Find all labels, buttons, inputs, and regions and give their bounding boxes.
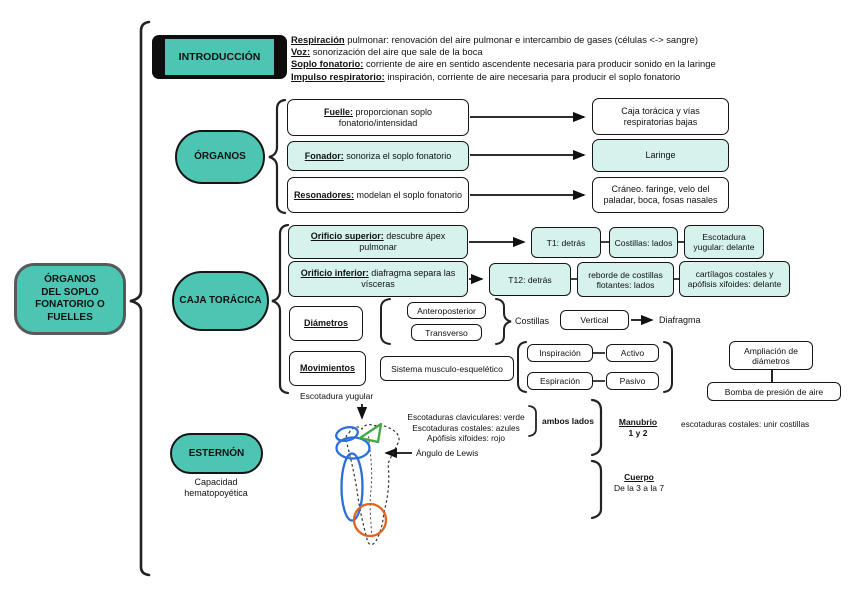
introduccion-node: INTRODUCCIÓN [152, 35, 287, 79]
costal-notches-body-icon [340, 452, 364, 522]
node-term: Movimientos [299, 363, 355, 374]
node-text: descubre ápex pulmonar [359, 231, 446, 252]
node-resonadores: Resonadores: modelan el soplo fonatorio [287, 177, 469, 213]
node-cartilagos-costales: cartílagos costales y apófisis xifoides:… [679, 261, 790, 297]
clavicular-notch-icon [335, 426, 359, 442]
node-pasivo: Pasivo [606, 372, 659, 390]
node-diametros: Diámetros [289, 306, 363, 341]
node-term: Fonador: [304, 150, 344, 161]
node-caja-toracica-vias: Caja torácica y vías respiratorias bajas [592, 98, 729, 135]
intro-definition: corriente de aire en sentido ascendente … [363, 58, 716, 70]
label-costillas: Costillas [515, 316, 550, 326]
legend-bracket [528, 405, 537, 437]
node-anteroposterior: Anteroposterior [407, 302, 486, 319]
node-escotadura-yugular: Escotadura yugular: delante [684, 225, 764, 259]
organos-node: ÓRGANOS [175, 130, 265, 184]
root-brace [129, 20, 151, 577]
manubrio-sub: 1 y 2 [628, 427, 648, 438]
node-term: Diámetros [303, 318, 348, 329]
label-angulo-lewis: Ángulo de Lewis [416, 448, 479, 458]
intro-definition: sonorización del aire que sale de la boc… [310, 46, 483, 58]
movimientos-open-bracket [517, 341, 527, 393]
legend-line: Escotaduras costales: azules [412, 422, 520, 433]
label-escotadura-yugular: Escotadura yugular [300, 391, 374, 401]
intro-definition: pulmonar: renovación del aire pulmonar e… [344, 34, 698, 45]
intro-line: Voz: sonorización del aire que sale de l… [291, 46, 716, 58]
node-vertical: Vertical [560, 310, 629, 330]
intro-definition: inspiración, corriente de aire necesaria… [384, 70, 681, 82]
intro-line: Respiración pulmonar: renovación del air… [291, 34, 716, 46]
diametros-open-bracket [380, 298, 391, 345]
node-t1: T1: detrás [531, 227, 601, 258]
node-t12: T12: detrás [489, 263, 571, 296]
label-diafragma: Diafragma [659, 315, 701, 325]
node-activo: Activo [606, 344, 659, 362]
caja-toracica-node: CAJA TORÁCICA [172, 271, 269, 331]
node-craneo-faringe: Cráneo. faringe, velo del paladar, boca,… [592, 177, 729, 213]
cuerpo-bracket [590, 459, 603, 520]
cuerpo-sub: De la 3 a la 7 [613, 482, 665, 493]
node-term: Resonadores: [293, 189, 354, 200]
node-movimientos: Movimientos [289, 351, 366, 386]
xiphoid-icon [352, 502, 388, 538]
sternum-midline [367, 431, 373, 539]
label-manubrio: Manubrio 1 y 2 [608, 417, 668, 438]
legend-line: Apófisis xifoides: rojo [427, 433, 505, 444]
intro-term: Impulso respiratorio: [291, 70, 385, 82]
label-manubrio-note: escotaduras costales: unir costillas [681, 419, 810, 429]
node-orificio-superior: Orificio superior: descubre ápex pulmona… [288, 225, 468, 259]
node-transverso: Transverso [411, 324, 482, 341]
node-term: Orificio superior: [310, 231, 384, 242]
node-ampliacion-diametros: Ampliación de diámetros [729, 341, 813, 370]
node-term: Fuelle: [323, 106, 353, 117]
movimientos-close-bracket [663, 341, 673, 393]
node-inspiracion: Inspiración [527, 344, 593, 362]
sternum-sketch [335, 422, 400, 546]
intro-line: Soplo fonatorio: corriente de aire en se… [291, 58, 716, 70]
intro-term: Voz: [291, 46, 311, 58]
label-cuerpo: Cuerpo De la 3 a la 7 [606, 472, 672, 493]
node-laringe: Laringe [592, 139, 729, 172]
node-sistema-musculo: Sistema musculo-esquelético [380, 356, 514, 381]
intro-term: Respiración [291, 34, 345, 45]
organos-brace [268, 98, 287, 215]
main-node: ÓRGANOS DEL SOPLO FONATORIO O FUELLES [14, 263, 126, 335]
node-fuelle: Fuelle: proporcionan soplo fonatorio/int… [287, 99, 469, 136]
sketch-legend: Escotaduras claviculares: verde Escotadu… [402, 412, 530, 444]
node-term: Orificio inferior: [300, 268, 369, 279]
intro-line: Impulso respiratorio: inspiración, corri… [291, 71, 716, 83]
introduccion-definitions: Respiración pulmonar: renovación del air… [291, 34, 716, 83]
node-fonador: Fonador: sonoriza el soplo fonatorio [287, 141, 469, 171]
node-bomba-presion: Bomba de presión de aire [707, 382, 841, 401]
node-reborde-costillas: reborde de costillas flotantes: lados [577, 262, 674, 297]
node-text: sonoriza el soplo fonatorio [343, 150, 452, 161]
node-costillas-lados: Costillas: lados [609, 227, 678, 258]
esternon-node: ESTERNÓN [170, 433, 263, 474]
manubrio-title: Manubrio [618, 417, 658, 427]
intro-term: Soplo fonatorio: [291, 58, 364, 70]
node-text: modelan el soplo fonatorio [353, 189, 463, 200]
diametros-close-brace [495, 298, 512, 345]
introduccion-label: INTRODUCCIÓN [164, 38, 275, 76]
caja-brace [271, 223, 290, 395]
sternum-outline [345, 423, 400, 546]
label-ambos-lados: ambos lados [542, 416, 594, 426]
node-text: diafragma separa las vísceras [361, 268, 456, 289]
legend-line: Escotaduras claviculares: verde [407, 412, 525, 422]
node-text: proporcionan soplo fonatorio/intensidad [338, 106, 433, 128]
clavicular-notch-green-icon [358, 422, 383, 444]
node-orificio-inferior: Orificio inferior: diafragma separa las … [288, 261, 468, 297]
label-capacidad-hematopoyetica: Capacidad hematopoyética [184, 477, 248, 498]
manubrio-bracket [590, 398, 603, 457]
node-espiracion: Espiración [527, 372, 593, 390]
cuerpo-title: Cuerpo [624, 472, 654, 482]
costal-notch-upper-icon [335, 436, 371, 460]
